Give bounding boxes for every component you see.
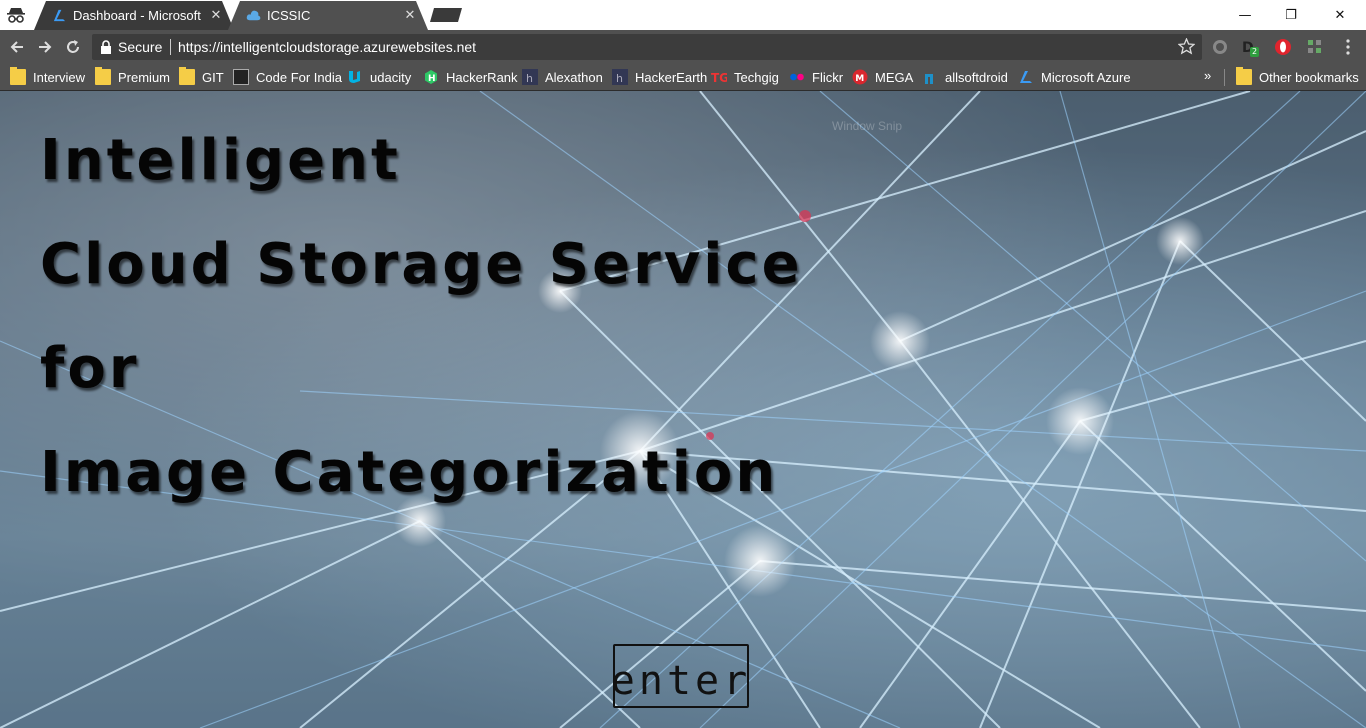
tab-icssic[interactable]: ICSSIC ✕: [228, 1, 428, 30]
azure-icon: [53, 9, 66, 22]
folder-icon: [179, 67, 195, 85]
svg-text:h: h: [526, 72, 533, 85]
close-icon[interactable]: ✕: [210, 7, 222, 22]
folder-icon: [1236, 67, 1252, 85]
title-line: for: [40, 336, 140, 401]
bookmark-flickr[interactable]: Flickr: [789, 68, 843, 86]
codeforindia-icon: [233, 69, 249, 85]
bookmark-label: HackerRank: [446, 69, 518, 85]
bookmark-hackerrank[interactable]: H HackerRank: [423, 68, 518, 86]
udacity-icon: [349, 71, 360, 83]
secure-label: Secure: [118, 39, 163, 55]
network-background-image: [0, 91, 1366, 728]
omnibox-divider: [170, 39, 171, 55]
tab-title: ICSSIC: [267, 8, 311, 23]
page-title: Intelligent Cloud Storage Service for Im…: [40, 109, 803, 525]
tab-strip: Dashboard - Microsoft Azure ✕ ICSSIC ✕ —…: [0, 0, 1366, 30]
svg-text:D: D: [1242, 40, 1254, 56]
bookmark-techgig[interactable]: TG Techgig: [711, 68, 779, 86]
bookmark-label: Flickr: [812, 69, 844, 85]
page-content: Window Snip Intelligent Cloud Storage Se…: [0, 91, 1366, 728]
bookmark-star-icon[interactable]: [1178, 38, 1195, 55]
bookmark-code-for-india[interactable]: Code For India: [233, 68, 342, 86]
folder-icon: [95, 67, 111, 85]
tab-dashboard[interactable]: Dashboard - Microsoft Azure ✕: [34, 1, 234, 30]
hackerrank-icon: H: [425, 70, 437, 84]
svg-text:TG: TG: [711, 71, 727, 85]
bookmark-label: udacity: [370, 69, 412, 85]
bookmark-label: allsoftdroid: [945, 69, 1008, 85]
opera-icon[interactable]: [1274, 38, 1292, 56]
bookmark-label: GIT: [202, 69, 224, 85]
bookmark-interview[interactable]: Interview: [10, 67, 86, 86]
alexathon-icon: h: [522, 69, 538, 85]
techgig-icon: TG: [711, 71, 727, 85]
bookmark-mega[interactable]: M MEGA: [852, 68, 913, 86]
hackerearth-icon: h: [612, 69, 628, 85]
extension-badge: 2: [1250, 47, 1260, 57]
window-close-button[interactable]: ✕: [1334, 7, 1346, 23]
bookmark-label: Premium: [118, 69, 171, 85]
svg-text:M: M: [855, 74, 864, 84]
enter-button[interactable]: enter: [611, 644, 749, 708]
window-snip-watermark: Window Snip: [832, 119, 903, 133]
title-line: Intelligent: [40, 128, 401, 193]
restore-button[interactable]: ❐: [1285, 7, 1297, 23]
cloud-icon: [246, 10, 261, 21]
bookmarks-divider: [1224, 69, 1225, 86]
title-line: Cloud Storage Service: [40, 232, 803, 297]
svg-text:h: h: [616, 72, 623, 85]
incognito-icon: [7, 8, 25, 23]
bookmark-label: HackerEarth: [635, 69, 708, 85]
bookmark-other[interactable]: Other bookmarks: [1236, 67, 1359, 86]
flickr-icon: [790, 73, 804, 81]
bookmark-label: Other bookmarks: [1259, 69, 1359, 85]
close-icon[interactable]: ✕: [404, 7, 416, 22]
lock-icon: [101, 40, 111, 54]
folder-icon: [10, 67, 26, 85]
bookmarks-bar: Interview Premium GIT Code For India uda…: [0, 64, 1366, 91]
minimize-button[interactable]: —: [1238, 7, 1252, 23]
back-icon[interactable]: [8, 38, 26, 56]
window-controls: — ❐ ✕: [1222, 0, 1366, 30]
bookmarks-overflow-button[interactable]: »: [1204, 68, 1212, 83]
bookmark-alexathon[interactable]: h Alexathon: [522, 68, 603, 86]
url-text[interactable]: https://intelligentcloudstorage.azureweb…: [178, 39, 477, 55]
allsoftdroid-icon: [925, 74, 933, 84]
extension-circle-icon[interactable]: [1211, 38, 1229, 56]
menu-icon[interactable]: [1339, 38, 1357, 56]
bookmark-label: Alexathon: [545, 69, 603, 85]
bookmark-label: Code For India: [256, 69, 342, 85]
bookmark-label: Microsoft Azure: [1041, 69, 1131, 85]
bookmark-allsoftdroid[interactable]: allsoftdroid: [922, 68, 1008, 86]
browser-toolbar: Secure https://intelligentcloudstorage.a…: [0, 30, 1366, 64]
bookmark-microsoft-azure[interactable]: Microsoft Azure: [1018, 68, 1131, 86]
bookmark-hackerearth[interactable]: h HackerEarth: [612, 68, 707, 86]
bookmark-label: Interview: [33, 69, 86, 85]
bookmark-git[interactable]: GIT: [179, 67, 224, 86]
new-tab-button[interactable]: [428, 8, 464, 22]
azure-icon: [1020, 71, 1032, 83]
bookmark-premium[interactable]: Premium: [95, 67, 171, 86]
address-bar[interactable]: Secure https://intelligentcloudstorage.a…: [92, 34, 1202, 60]
bookmark-label: Techgig: [734, 69, 779, 85]
bookmark-label: MEGA: [875, 69, 914, 85]
tab-title: Dashboard - Microsoft Azure: [73, 8, 201, 23]
extension-d-icon[interactable]: D 2: [1240, 38, 1260, 57]
mega-icon: M: [852, 69, 868, 85]
reload-icon[interactable]: [64, 38, 82, 56]
title-line: Image Categorization: [40, 440, 779, 505]
extension-grid-icon[interactable]: [1306, 38, 1324, 56]
bookmark-udacity[interactable]: udacity: [347, 68, 411, 86]
svg-text:H: H: [428, 74, 436, 84]
forward-icon[interactable]: [36, 38, 54, 56]
